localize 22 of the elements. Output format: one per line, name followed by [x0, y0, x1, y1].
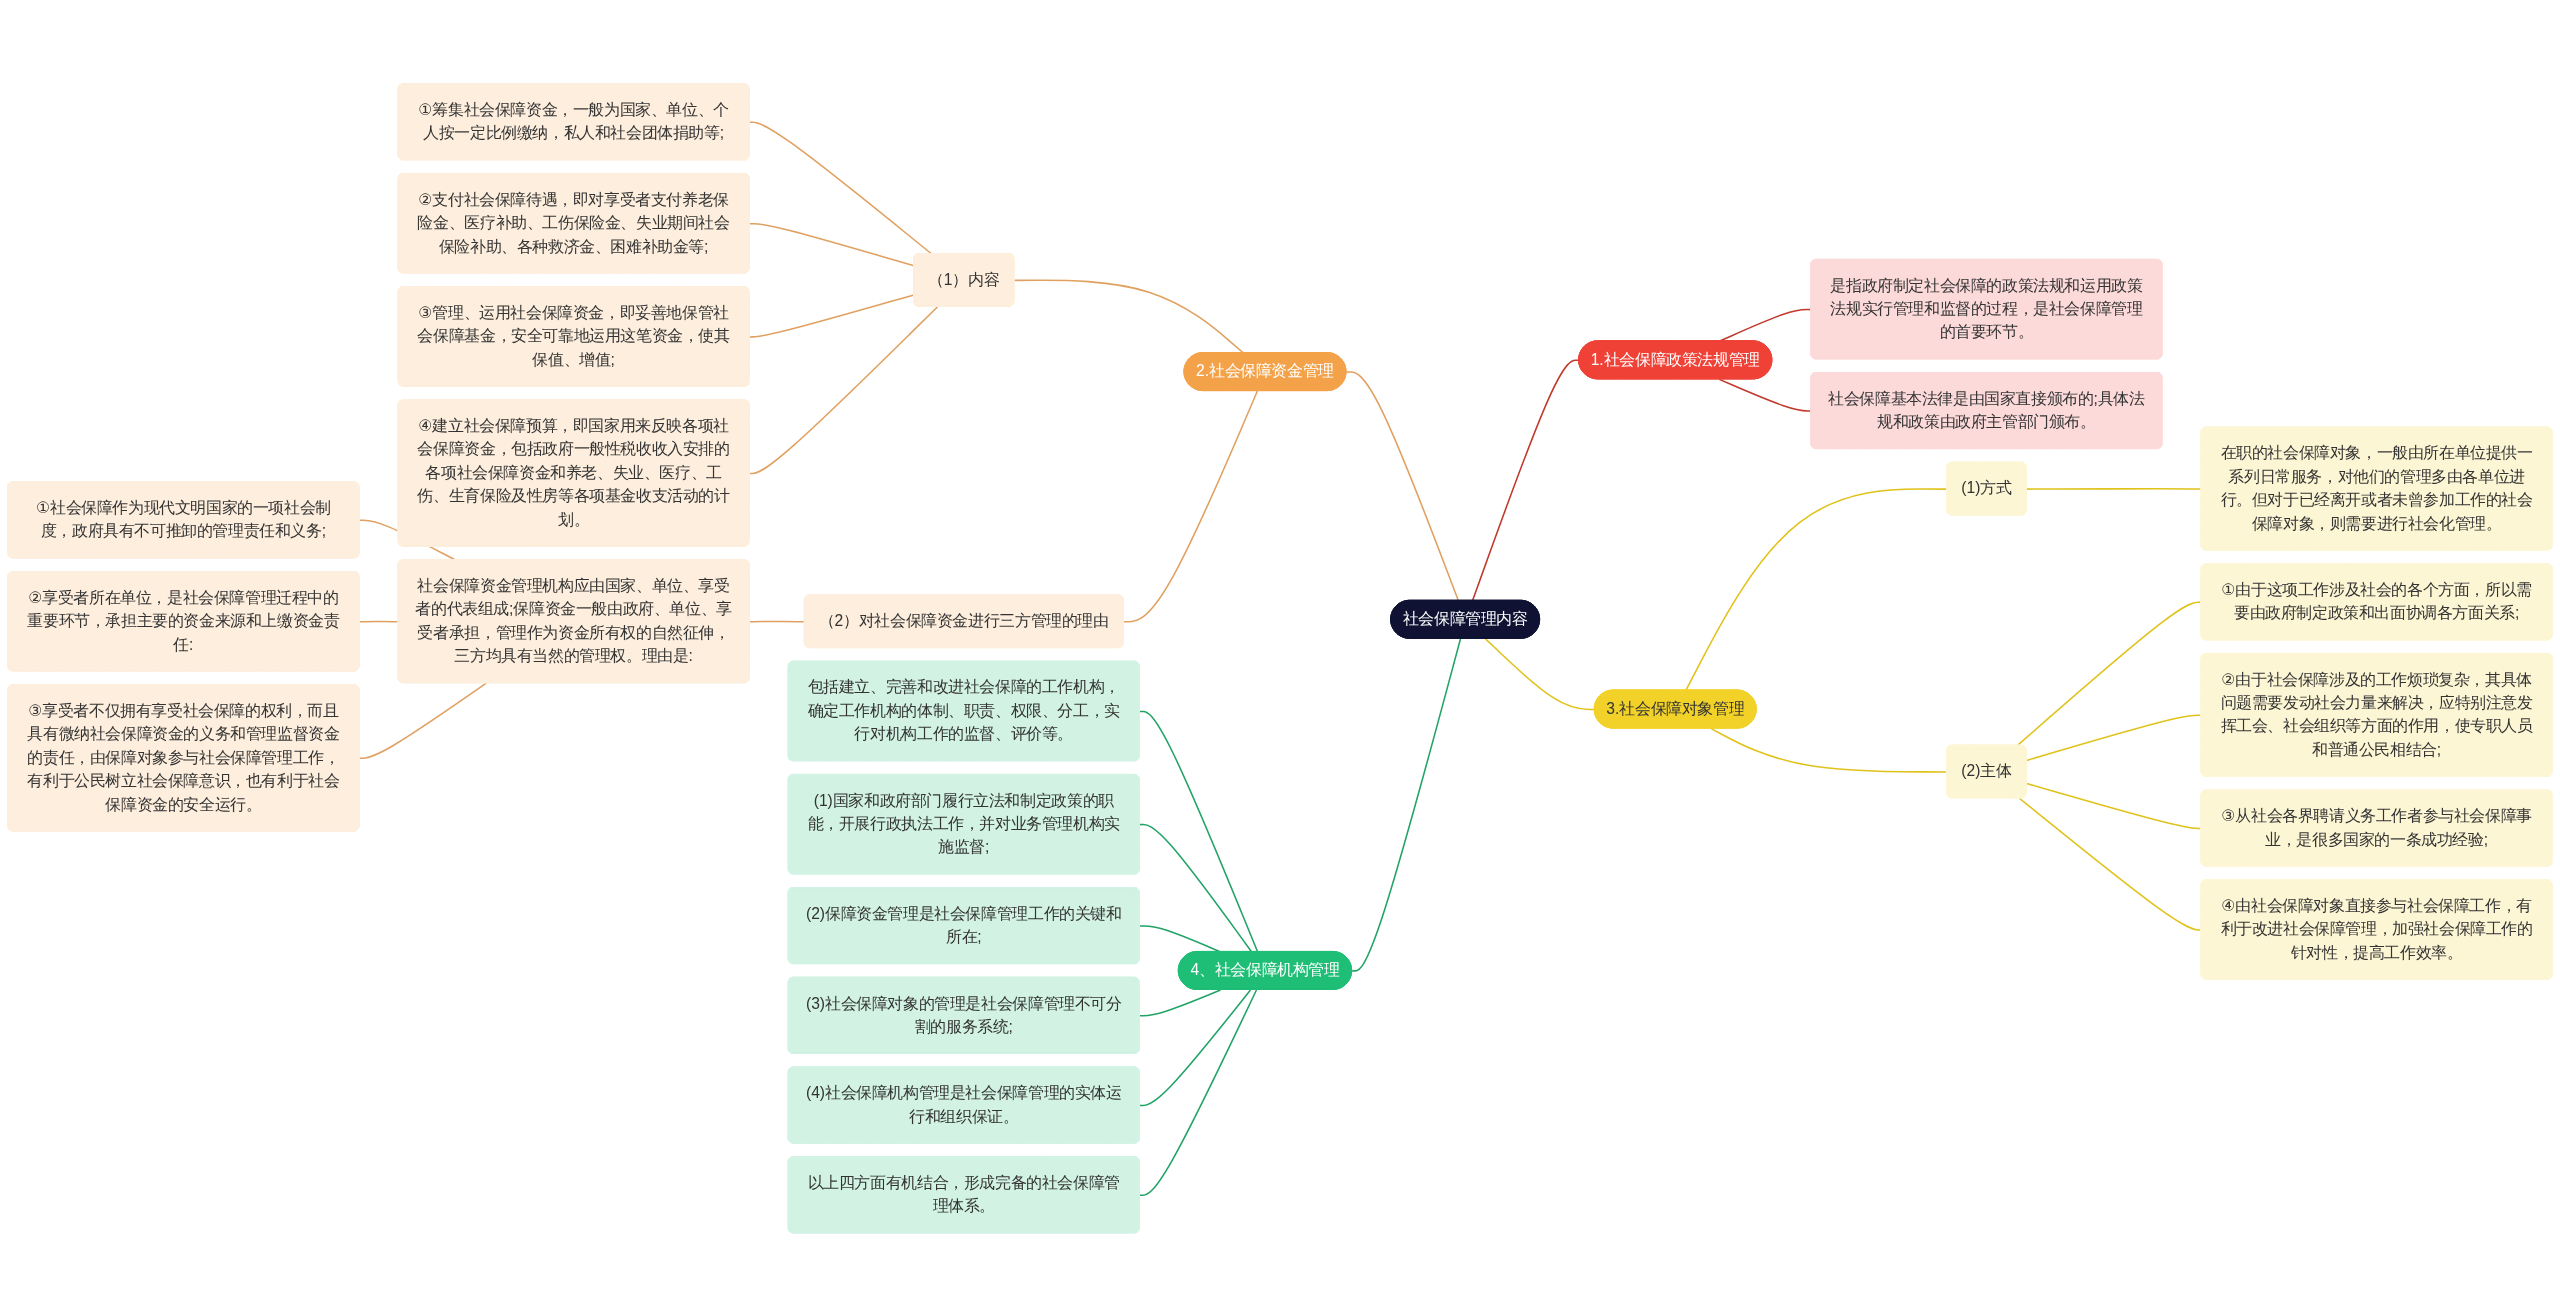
- connector: [748, 222, 915, 267]
- connector: [2016, 601, 2203, 747]
- connector: [1139, 988, 1258, 1196]
- connector: [358, 682, 488, 759]
- connector: [748, 121, 933, 255]
- connector: [1139, 988, 1222, 1017]
- connector: [2018, 797, 2203, 931]
- connector: [2025, 714, 2203, 761]
- connector: [1710, 727, 1948, 773]
- connector: [748, 293, 915, 338]
- connector: [2025, 487, 2203, 490]
- connector: [1139, 710, 1259, 953]
- connector: [1139, 823, 1253, 953]
- connector: [1351, 637, 1462, 972]
- connector: [1684, 487, 1948, 691]
- connector: [1139, 988, 1252, 1106]
- connector: [748, 305, 939, 474]
- connector: [1013, 279, 1245, 354]
- connector: [1484, 637, 1596, 710]
- connector: [1122, 389, 1259, 623]
- connector: [2025, 782, 2203, 829]
- connector: [748, 620, 806, 623]
